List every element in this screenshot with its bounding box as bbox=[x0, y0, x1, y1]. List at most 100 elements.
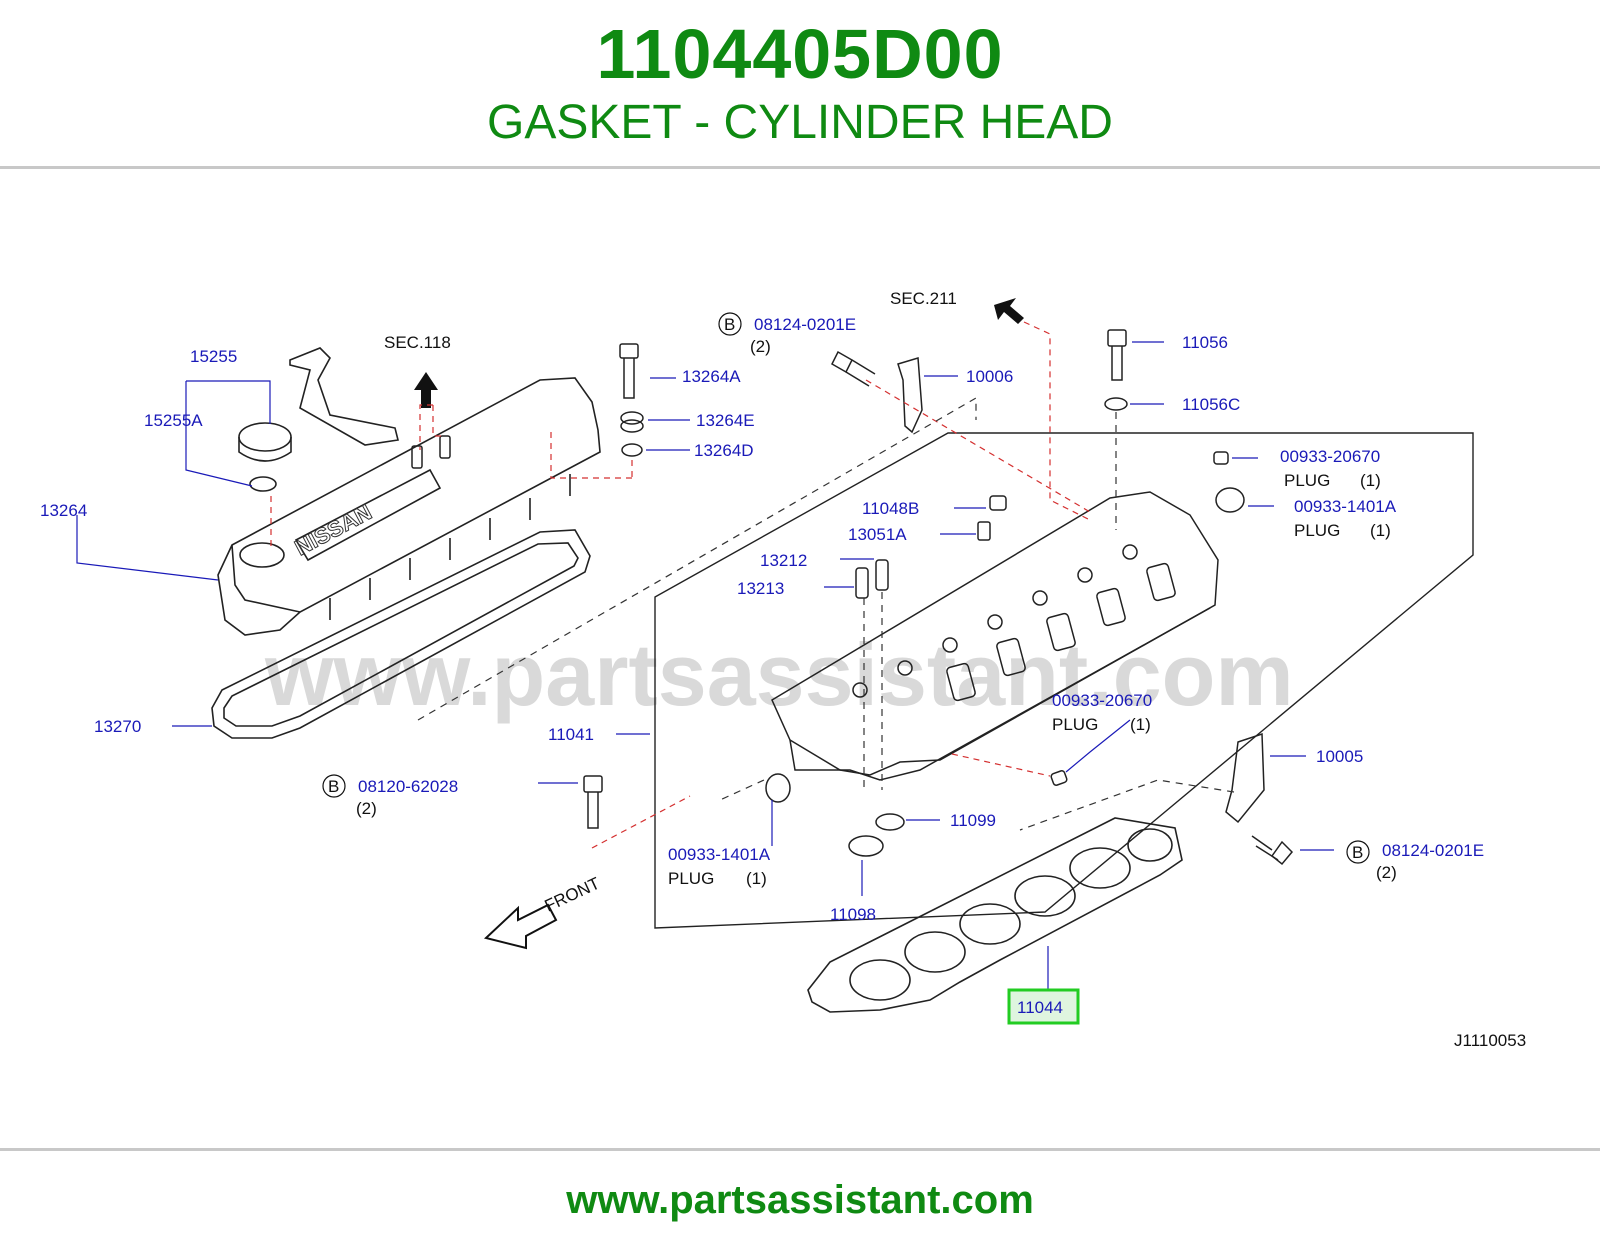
sec118-label[interactable]: SEC.118 bbox=[384, 333, 451, 352]
bolt-marker-b2: B bbox=[328, 777, 339, 796]
leader-15255 bbox=[185, 380, 271, 487]
dowel-13051A-icon[interactable] bbox=[977, 521, 991, 541]
callout-13051A[interactable]: 13051A bbox=[848, 525, 907, 544]
washer-13264D-icon[interactable] bbox=[621, 443, 643, 457]
callout-13264E[interactable]: 13264E bbox=[696, 411, 755, 430]
cylinder-head-drawing bbox=[771, 491, 1219, 781]
hole-icon bbox=[897, 660, 913, 676]
callout-13264A[interactable]: 13264A bbox=[682, 367, 741, 386]
bolt-13264A-icon[interactable] bbox=[619, 343, 639, 359]
grommet-ring bbox=[620, 419, 644, 433]
oil-cap-icon[interactable] bbox=[238, 422, 292, 452]
callout-11098[interactable]: 11098 bbox=[830, 905, 876, 924]
bolt-shank bbox=[623, 358, 635, 399]
front-arrow-icon[interactable] bbox=[483, 903, 558, 950]
callout-11056C[interactable]: 11056C bbox=[1182, 395, 1240, 414]
plug-00933-1401A-lower-icon[interactable] bbox=[765, 773, 791, 803]
bolt-08124-0201E-lower-icon[interactable] bbox=[1270, 840, 1294, 866]
plug-text-2: PLUG bbox=[1294, 521, 1340, 540]
cap-11048B-icon[interactable] bbox=[989, 495, 1007, 511]
head-hardware bbox=[583, 329, 1294, 866]
callout-08124-0201E-lower[interactable]: 08124-0201E bbox=[1382, 841, 1484, 860]
plug-00933-1401A-icon[interactable] bbox=[1215, 487, 1245, 513]
bracket-10006-icon[interactable] bbox=[897, 357, 923, 434]
callout-13264D[interactable]: 13264D bbox=[694, 441, 754, 460]
callout-00933-1401A-lower[interactable]: 00933-1401A bbox=[668, 845, 771, 864]
stud-icon[interactable] bbox=[411, 445, 423, 469]
bracket-10005-icon[interactable] bbox=[1225, 732, 1265, 824]
bolt-marker-icon bbox=[1346, 840, 1370, 864]
qty-08120-62028: (2) bbox=[356, 799, 377, 818]
callout-08124-0201E-upper[interactable]: 08124-0201E bbox=[754, 315, 856, 334]
callout-00933-20670-lower[interactable]: 00933-20670 bbox=[1052, 691, 1152, 710]
plug-00933-20670-lower-icon[interactable] bbox=[1050, 770, 1068, 786]
rocker-cover-shape[interactable] bbox=[217, 377, 601, 636]
leader-13264 bbox=[76, 515, 219, 581]
callout-13213[interactable]: 13213 bbox=[737, 579, 784, 598]
callout-11048B[interactable]: 11048B bbox=[862, 499, 919, 518]
rocker-cover-gasket-icon[interactable] bbox=[211, 529, 591, 739]
footer-url-link[interactable]: www.partsassistant.com bbox=[566, 1178, 1034, 1222]
callout-15255A[interactable]: 15255A bbox=[144, 411, 203, 430]
callout-11056[interactable]: 11056 bbox=[1182, 333, 1228, 352]
callout-13212[interactable]: 13212 bbox=[760, 551, 807, 570]
valve-guide-13213-icon[interactable] bbox=[855, 567, 869, 599]
part-description: GASKET - CYLINDER HEAD bbox=[487, 96, 1113, 149]
sec211-label[interactable]: SEC.211 bbox=[890, 289, 957, 308]
callout-10005[interactable]: 10005 bbox=[1316, 747, 1363, 766]
sec118-arrow-icon[interactable] bbox=[414, 372, 438, 408]
bolt-marker-icon bbox=[718, 312, 742, 336]
bore-icon bbox=[849, 959, 911, 1001]
hole-icon bbox=[852, 682, 868, 698]
bolt-11056-icon[interactable] bbox=[1107, 329, 1127, 347]
part-number-title: 1104405D00 bbox=[596, 15, 1004, 93]
front-label: FRONT bbox=[542, 874, 603, 916]
port-icon bbox=[946, 662, 976, 702]
grommet-13264E-icon[interactable] bbox=[620, 411, 644, 425]
callout-15255[interactable]: 15255 bbox=[190, 347, 237, 366]
port-icon bbox=[1146, 562, 1176, 602]
head-gasket-shape[interactable] bbox=[807, 817, 1183, 1013]
highlight-box bbox=[1007, 988, 1080, 1025]
cylinder-head-lower-edge bbox=[789, 607, 1211, 781]
alignment-lines-black bbox=[417, 396, 1235, 831]
oil-cap-gasket-icon[interactable] bbox=[249, 476, 277, 492]
plug-qty-4: (1) bbox=[746, 869, 767, 888]
plug-qty-1: (1) bbox=[1360, 471, 1381, 490]
callout-11099[interactable]: 11099 bbox=[950, 811, 996, 830]
plug-qty-2: (1) bbox=[1370, 521, 1391, 540]
bore-icon bbox=[1014, 875, 1076, 917]
bolt-marker-b1: B bbox=[724, 315, 735, 334]
leader-plug3 bbox=[1065, 719, 1131, 773]
callout-13264[interactable]: 13264 bbox=[40, 501, 87, 520]
hole-icon bbox=[987, 614, 1003, 630]
bore-icon bbox=[1127, 828, 1173, 862]
header-divider bbox=[0, 166, 1600, 169]
washer-11056C-icon[interactable] bbox=[1104, 397, 1128, 411]
callout-13270[interactable]: 13270 bbox=[94, 717, 141, 736]
callout-10006[interactable]: 10006 bbox=[966, 367, 1013, 386]
callout-11041[interactable]: 11041 bbox=[548, 725, 594, 744]
valve-guide-13212-icon[interactable] bbox=[875, 559, 889, 591]
bolt-08120-62028-icon[interactable] bbox=[583, 775, 603, 793]
oil-cap-side bbox=[238, 437, 292, 462]
bolt-08124-0201E-icon[interactable] bbox=[831, 350, 853, 374]
plug-00933-20670-icon[interactable] bbox=[1213, 451, 1229, 465]
parts-diagram: www.partsassistant.com NISSAN SEC.118 SE… bbox=[40, 289, 1526, 1050]
port-icon bbox=[996, 637, 1026, 677]
rocker-cover-edge bbox=[231, 544, 301, 613]
plug-text-4: PLUG bbox=[668, 869, 714, 888]
callout-00933-1401A-upper[interactable]: 00933-1401A bbox=[1294, 497, 1397, 516]
hole-icon bbox=[1032, 590, 1048, 606]
callout-08120-62028[interactable]: 08120-62028 bbox=[358, 777, 458, 796]
port-icon bbox=[1046, 612, 1076, 652]
cover-studs bbox=[411, 435, 451, 469]
bracket-icon[interactable] bbox=[289, 347, 399, 446]
seal-11099-icon[interactable] bbox=[875, 813, 905, 831]
sec211-arrow-icon[interactable] bbox=[994, 298, 1024, 324]
stud-icon[interactable] bbox=[439, 435, 451, 459]
callout-00933-20670-upper[interactable]: 00933-20670 bbox=[1280, 447, 1380, 466]
seal-11098-icon[interactable] bbox=[848, 835, 884, 857]
callout-11044-highlighted[interactable]: 11044 bbox=[1017, 998, 1063, 1017]
cover-ribs bbox=[329, 474, 571, 620]
